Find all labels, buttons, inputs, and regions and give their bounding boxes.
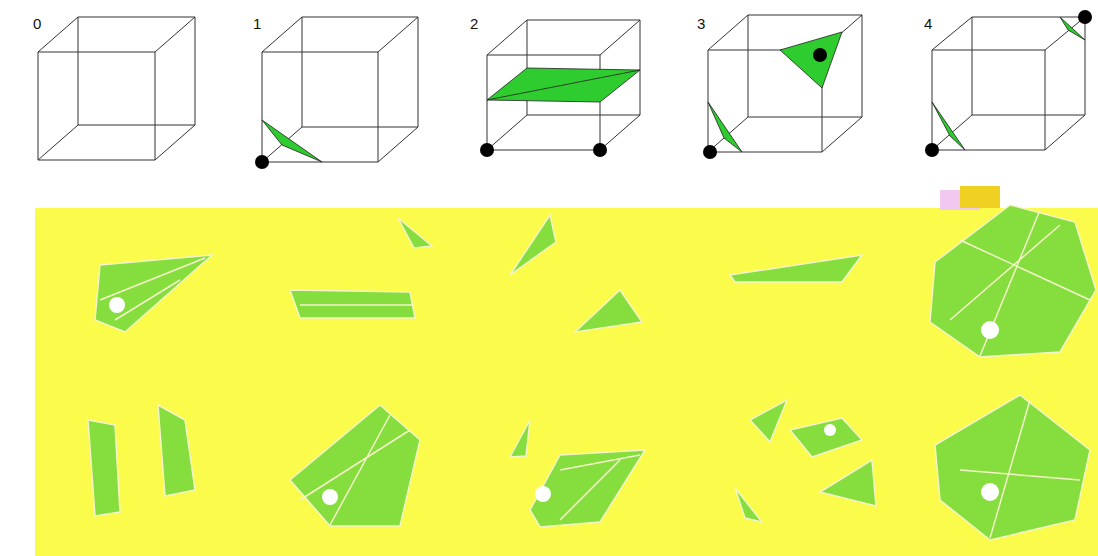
iso-triangle — [780, 32, 842, 88]
overlay-artifact — [960, 186, 1000, 208]
iso-patch — [530, 450, 645, 527]
iso-triangle — [262, 120, 322, 162]
iso-patch — [510, 215, 556, 275]
vertex-dot — [480, 143, 494, 157]
cube-outline — [487, 20, 640, 150]
iso-patch — [158, 405, 195, 496]
patch-hole — [322, 489, 338, 505]
iso-patch — [575, 290, 642, 332]
cube-outline — [262, 17, 418, 162]
iso-patch — [398, 218, 432, 248]
vertex-dot — [593, 143, 607, 157]
callout-number: 1 — [253, 16, 261, 31]
iso-patch — [820, 460, 876, 506]
iso-patch — [735, 488, 762, 522]
vertex-dot — [813, 48, 827, 62]
iso-patch — [88, 420, 120, 516]
vertex-dot — [925, 143, 939, 157]
iso-quad — [487, 68, 640, 102]
callout-number: 0 — [33, 16, 41, 31]
callout-number: 4 — [924, 16, 932, 31]
cube-outline — [932, 17, 1085, 150]
callout-number: 2 — [470, 16, 478, 31]
patch-hole — [109, 297, 125, 313]
cube-outline — [38, 17, 195, 160]
iso-triangle — [932, 102, 965, 150]
patch-hole — [981, 321, 999, 339]
patch-hole — [824, 424, 836, 436]
iso-diagonal — [487, 70, 640, 100]
iso-triangle — [708, 102, 742, 152]
iso-patch — [930, 205, 1096, 357]
iso-patch — [790, 418, 862, 457]
patch-hole — [981, 483, 999, 501]
iso-patch — [935, 395, 1090, 540]
iso-patch — [750, 400, 787, 442]
patch-hole — [535, 486, 551, 502]
vertex-dot — [1078, 10, 1092, 24]
iso-patch — [290, 290, 415, 318]
iso-patch — [95, 255, 212, 332]
cube-outline — [708, 15, 862, 152]
iso-patch — [730, 255, 862, 282]
iso-patch — [510, 420, 530, 457]
vertex-dot — [255, 155, 269, 169]
patch-edge — [100, 210, 1090, 538]
vertex-dot — [703, 145, 717, 159]
callout-number: 3 — [697, 16, 705, 31]
